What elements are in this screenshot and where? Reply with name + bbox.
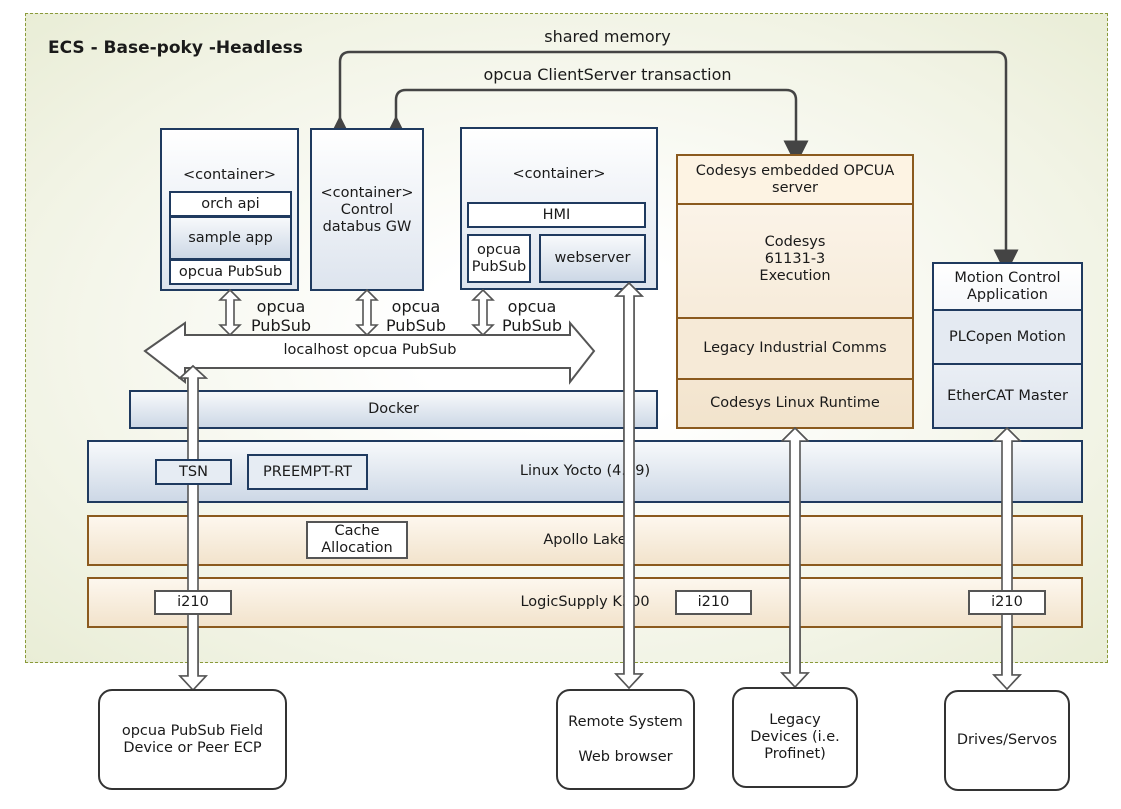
codesys-exec-line1: Codesys — [764, 234, 826, 250]
i210-label-2: i210 — [697, 594, 730, 610]
sample-app-box: sample app — [169, 216, 292, 260]
tsn-label-front: TSN — [179, 463, 208, 480]
container-databus-gw-line3: databus GW — [322, 219, 412, 235]
pubsub-label-2: opcua PubSub — [385, 297, 447, 335]
preempt-rt-label: PREEMPT-RT — [262, 463, 353, 480]
codesys-runtime-box: Codesys Linux Runtime — [678, 380, 912, 427]
drives-label: Drives/Servos — [956, 732, 1058, 748]
legacy-comms-box: Legacy Industrial Comms — [678, 317, 912, 380]
field-device-arrow-overlay — [177, 364, 209, 692]
tsn-box-front: TSN — [155, 459, 232, 485]
legacy-devices-label: Legacy Devices (i.e. Profinet) — [750, 712, 840, 762]
codesys-opcua-server: Codesys embedded OPCUA server — [678, 156, 912, 205]
localhost-bus-label: localhost opcua PubSub — [283, 342, 457, 358]
cache-allocation-box: Cache Allocation — [306, 521, 408, 559]
docker-layer: Docker — [129, 390, 658, 429]
cache-allocation-label: Cache Allocation — [321, 523, 393, 556]
hmi-label: HMI — [542, 206, 571, 223]
webserver-box: webserver — [539, 234, 646, 283]
pubsub-arrow-c2 — [355, 288, 379, 337]
c3-pubsub-label: opcua PubSub — [471, 241, 527, 275]
webserver-label: webserver — [554, 250, 631, 266]
codesys-exec-line3: Execution — [759, 268, 831, 284]
field-device-box: opcua PubSub Field Device or Peer ECP — [98, 689, 287, 790]
c1-pubsub-box: opcua PubSub — [169, 259, 292, 285]
shared-memory-arrow — [327, 50, 1019, 275]
ecs-title: ECS - Base-poky -Headless — [48, 38, 303, 58]
remote-system-arrow-overlay — [614, 281, 644, 690]
i210-box-1-front: i210 — [154, 590, 232, 615]
pubsub-arrow-c3 — [471, 288, 495, 337]
sample-app-label: sample app — [188, 229, 273, 246]
preempt-rt-box: PREEMPT-RT — [247, 454, 368, 490]
orch-api-label: orch api — [201, 195, 260, 212]
plcopen-box: PLCopen Motion — [934, 311, 1081, 365]
apollo-lake-label: Apollo Lake — [543, 532, 627, 548]
ethercat-box: EtherCAT Master — [934, 365, 1081, 427]
i210-label-1-front: i210 — [177, 594, 209, 610]
pubsub-label-1: opcua PubSub — [250, 297, 312, 335]
c1-pubsub-label: opcua PubSub — [178, 263, 283, 280]
client-server-label: opcua ClientServer transaction — [483, 65, 732, 84]
remote-system-box — [556, 689, 695, 790]
logicsupply-label: LogicSupply K300 — [520, 594, 650, 610]
field-device-label: opcua PubSub Field Device or Peer ECP — [121, 722, 264, 756]
pubsub-arrow-c1 — [218, 288, 242, 337]
ethercat-label: EtherCAT Master — [947, 387, 1068, 404]
codesys-exec-line2: 61131-3 — [764, 251, 826, 267]
plcopen-label: PLCopen Motion — [949, 328, 1066, 345]
i210-box-2: i210 — [675, 590, 752, 615]
c3-pubsub-box: opcua PubSub — [467, 234, 531, 283]
motion-app-label: Motion Control Application — [954, 269, 1061, 303]
remote-system-line2: Web browser — [578, 749, 673, 765]
remote-system-line1: Remote System — [568, 714, 683, 730]
i210-box-3-front: i210 — [968, 590, 1046, 615]
legacy-devices-arrow-overlay — [780, 426, 810, 689]
container-databus-gw — [310, 128, 424, 291]
shared-memory-label: shared memory — [544, 27, 671, 46]
hmi-box: HMI — [467, 202, 646, 228]
container-apps-title: <container> — [182, 167, 276, 183]
container-hmi-title: <container> — [512, 166, 606, 182]
legacy-comms-label: Legacy Industrial Comms — [703, 340, 887, 356]
codesys-runtime-label: Codesys Linux Runtime — [710, 395, 880, 411]
linux-label: Linux Yocto (4.19) — [519, 463, 651, 479]
client-server-arrow — [383, 88, 809, 166]
logicsupply-layer: LogicSupply K300 — [87, 577, 1083, 628]
pubsub-label-3: opcua PubSub — [501, 297, 563, 335]
container-databus-gw-line1: <container> — [320, 185, 414, 201]
container-databus-gw-line2: Control — [340, 202, 394, 218]
docker-label: Docker — [368, 401, 419, 417]
linux-layer: Linux Yocto (4.19) — [87, 440, 1083, 503]
motion-app-box: Motion Control Application — [934, 264, 1081, 311]
i210-label-3-front: i210 — [991, 594, 1023, 610]
legacy-devices-box: Legacy Devices (i.e. Profinet) — [732, 687, 858, 788]
codesys-opcua-server-label: Codesys embedded OPCUA server — [695, 162, 895, 196]
drives-box: Drives/Servos — [944, 690, 1070, 791]
drives-arrow-overlay — [992, 426, 1022, 691]
apollo-lake-layer: Apollo Lake — [87, 515, 1083, 566]
